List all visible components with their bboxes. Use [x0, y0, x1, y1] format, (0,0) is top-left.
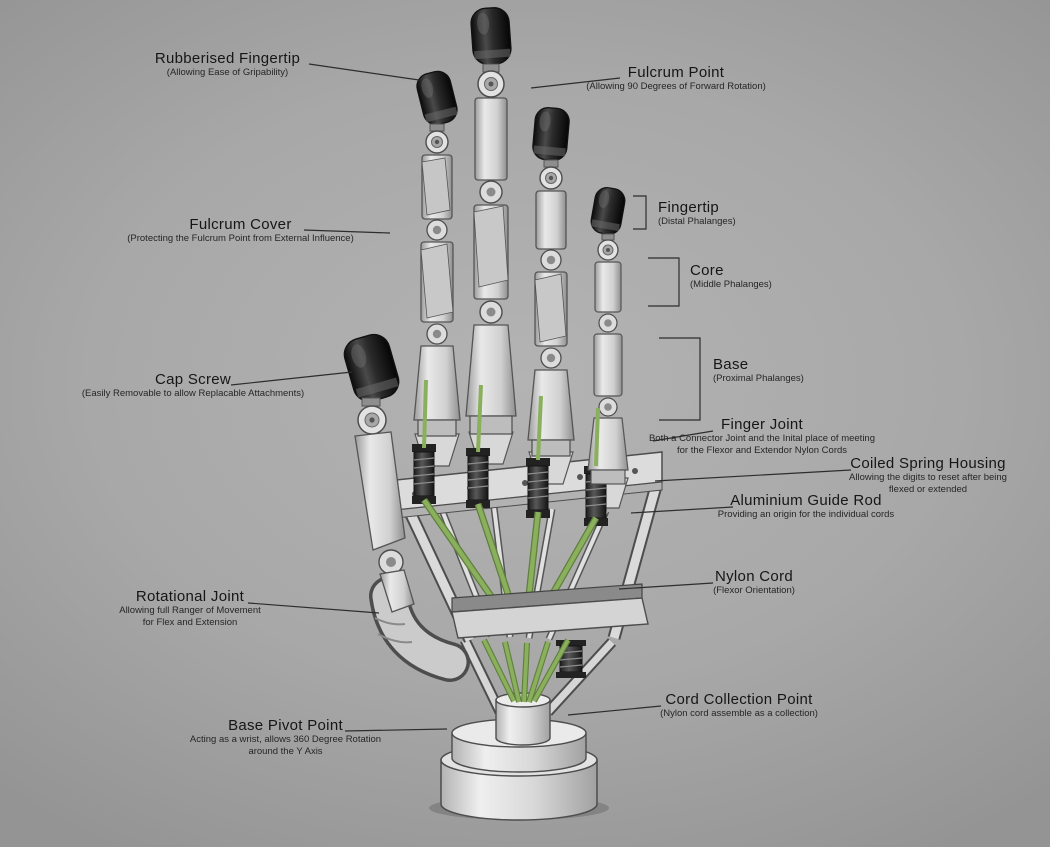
annotation-title: Base Pivot Point [228, 717, 343, 734]
annotation-title: Rotational Joint [135, 588, 245, 605]
annotation-subtitle: (Distal Phalanges) [658, 216, 736, 227]
annotation-aluminium-guide-rod: Aluminium Guide Rod Providing an origin … [695, 492, 917, 521]
annotation-title: Cord Collection Point [665, 691, 813, 708]
finger-pinky [587, 187, 629, 485]
finger-index [413, 70, 461, 437]
annotation-title: Fulcrum Cover [189, 216, 292, 233]
annotation-title: Aluminium Guide Rod [730, 492, 882, 509]
spring-1 [412, 444, 436, 504]
leader-rubberised-fingertip [308, 63, 420, 81]
annotation-title: Fingertip [658, 199, 720, 216]
finger-middle [465, 7, 517, 435]
annotation-subtitle: (Nylon cord assemble as a collection) [660, 708, 818, 719]
annotation-fulcrum-point: Fulcrum Point (Allowing 90 Degrees of Fo… [565, 64, 787, 93]
spring-2 [466, 448, 490, 508]
finger-ring [527, 107, 575, 457]
bracket-core [648, 257, 680, 307]
leader-aluminium-guide-rod [630, 506, 734, 514]
annotation-subtitle: (Protecting the Fulcrum Point from Exter… [127, 233, 354, 244]
leader-rotational-joint [247, 602, 380, 614]
spring-3 [526, 458, 550, 518]
annotation-base-pivot-point: Base Pivot Point Acting as a wrist, allo… [163, 717, 408, 757]
annotation-cord-collection-point: Cord Collection Point (Nylon cord assemb… [637, 691, 841, 720]
bracket-fingertip [633, 195, 647, 230]
annotation-rubberised-fingertip: Rubberised Fingertip (Allowing Ease of G… [120, 50, 335, 79]
leader-coiled-spring-housing [654, 469, 852, 482]
annotation-subtitle: flexed or extended [888, 483, 968, 495]
annotation-coiled-spring-housing: Coiled Spring Housing Allowing the digit… [838, 455, 1018, 495]
thumb [343, 333, 415, 613]
annotation-subtitle: (Flexor Orientation) [713, 585, 795, 596]
leader-nylon-cord [618, 582, 714, 590]
nylon-cords-finger-bases [422, 379, 600, 467]
annotation-subtitle: Allowing the digits to reset after being [849, 472, 1007, 483]
annotation-title: Coiled Spring Housing [850, 455, 1006, 472]
leader-fulcrum-cover [303, 229, 391, 234]
annotation-title: Base [713, 356, 749, 373]
annotation-title: Fulcrum Point [627, 64, 725, 81]
annotation-title: Cap Screw [154, 371, 232, 388]
nylon-cords-lower [481, 638, 571, 703]
leader-cap-screw [230, 371, 353, 386]
annotation-cap-screw: Cap Screw (Easily Removable to allow Rep… [73, 371, 313, 400]
annotation-subtitle: around the Y Axis [248, 745, 323, 757]
annotation-subtitle: Providing an origin for the individual c… [717, 509, 895, 520]
annotation-fulcrum-cover: Fulcrum Cover (Protecting the Fulcrum Po… [123, 216, 358, 245]
annotation-title: Nylon Cord [714, 568, 794, 585]
annotation-subtitle: (Easily Removable to allow Replacable At… [81, 388, 305, 399]
annotation-core: Core (Middle Phalanges) [690, 262, 820, 291]
rotational-joint-elbow [369, 576, 470, 682]
bracket-base [659, 337, 701, 421]
leader-cord-collection-point [567, 705, 662, 716]
annotation-subtitle: (Middle Phalanges) [690, 279, 772, 290]
lower-spring [556, 640, 586, 678]
annotation-subtitle: for Flex and Extension [142, 616, 238, 628]
palm-plate [451, 583, 649, 639]
annotation-subtitle: (Proximal Phalanges) [713, 373, 804, 384]
leader-lines [230, 63, 852, 732]
annotation-title: Rubberised Fingertip [154, 50, 301, 67]
annotation-subtitle: Both a Connector Joint and the Inital pl… [648, 433, 876, 444]
annotation-finger-joint: Finger Joint Both a Connector Joint and … [636, 416, 888, 456]
annotation-subtitle: Allowing full Ranger of Movement [119, 605, 261, 616]
leader-base-pivot-point [344, 728, 448, 732]
annotation-rotational-joint: Rotational Joint Allowing full Ranger of… [98, 588, 282, 628]
leader-fulcrum-point [530, 77, 621, 89]
annotation-subtitle: (Allowing Ease of Gripability) [166, 67, 289, 78]
annotation-base: Base (Proximal Phalanges) [713, 356, 843, 385]
annotation-subtitle: for the Flexor and Extendor Nylon Cords [676, 444, 848, 456]
annotation-subtitle: (Allowing 90 Degrees of Forward Rotation… [586, 81, 766, 92]
annotation-title: Finger Joint [721, 416, 803, 433]
annotation-subtitle: Acting as a wrist, allows 360 Degree Rot… [189, 734, 382, 745]
annotation-title: Core [690, 262, 724, 279]
annotation-fingertip: Fingertip (Distal Phalanges) [658, 199, 788, 228]
leader-finger-joint [652, 430, 714, 442]
annotation-nylon-cord: Nylon Cord (Flexor Orientation) [684, 568, 824, 597]
